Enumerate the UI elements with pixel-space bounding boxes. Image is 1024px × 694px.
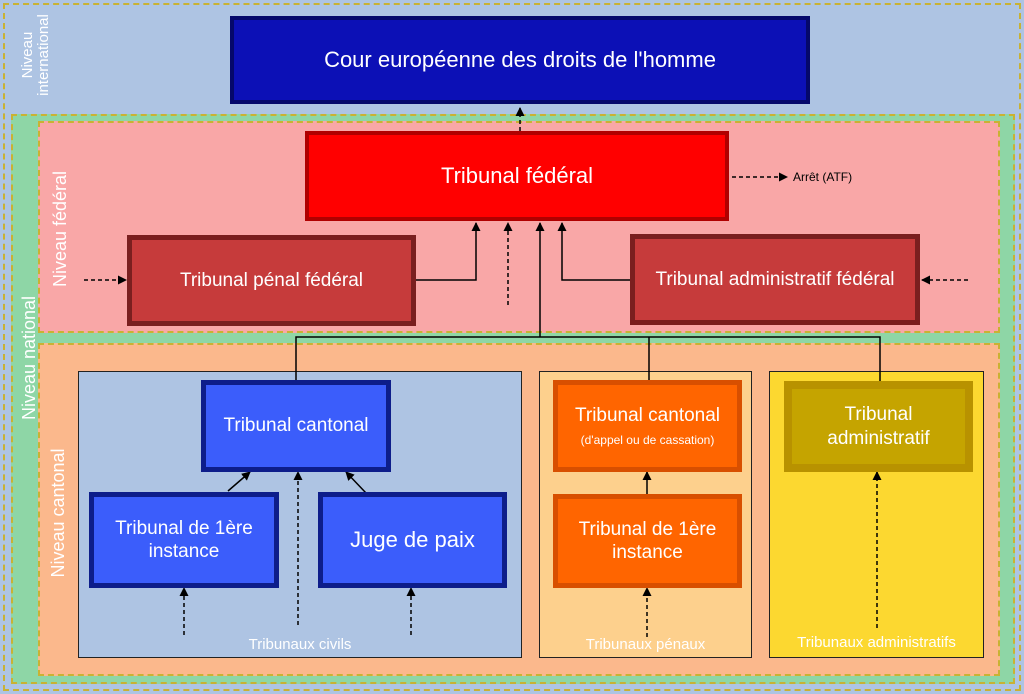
administrative-group-caption: Tribunaux administratifs bbox=[797, 634, 956, 651]
civil-cantonal-court-label: Tribunal cantonal bbox=[223, 415, 369, 437]
penal-cantonal-court-box: Tribunal cantonal (d'appel ou de cassati… bbox=[553, 380, 742, 472]
civil-first-instance-line2: instance bbox=[148, 541, 220, 562]
civil-cantonal-court-box: Tribunal cantonal bbox=[201, 380, 391, 472]
level-label-federal: Niveau fédéral bbox=[50, 170, 70, 288]
justice-of-peace-label: Juge de paix bbox=[350, 526, 475, 552]
echr-box: Cour européenne des droits de l'homme bbox=[230, 16, 810, 104]
cantonal-administrative-line2: administratif bbox=[827, 427, 930, 449]
federal-tribunal-box: Tribunal fédéral bbox=[305, 131, 729, 221]
decision-label: Arrêt (ATF) bbox=[793, 170, 853, 184]
penal-cantonal-court-sublabel: (d'appel ou de cassation) bbox=[580, 433, 715, 448]
penal-first-instance-box: Tribunal de 1ère instance bbox=[553, 494, 742, 588]
cantonal-administrative-line1: Tribunal bbox=[844, 404, 913, 426]
federal-administrative-court-label: Tribunal administratif fédéral bbox=[655, 268, 895, 290]
civil-first-instance-line1: Tribunal de 1ère bbox=[115, 517, 253, 539]
level-label-cantonal: Niveau cantonal bbox=[48, 448, 68, 578]
penal-group-caption: Tribunaux pénaux bbox=[585, 636, 706, 653]
echr-label: Cour européenne des droits de l'homme bbox=[324, 46, 716, 72]
level-label-national: Niveau national bbox=[19, 295, 39, 421]
federal-criminal-court-label: Tribunal pénal fédéral bbox=[179, 269, 364, 291]
penal-first-instance-line2: instance bbox=[612, 542, 683, 563]
justice-of-peace-box: Juge de paix bbox=[318, 492, 507, 588]
penal-first-instance-line1: Tribunal de 1ère bbox=[578, 518, 717, 540]
penal-cantonal-court-label: Tribunal cantonal bbox=[574, 405, 721, 427]
international-zone bbox=[3, 3, 1021, 691]
federal-tribunal-label: Tribunal fédéral bbox=[440, 162, 594, 188]
cantonal-administrative-court-box: Tribunal administratif bbox=[784, 381, 973, 472]
federal-administrative-court-box: Tribunal administratif fédéral bbox=[630, 234, 920, 325]
civil-first-instance-box: Tribunal de 1ère instance bbox=[89, 492, 279, 588]
level-label-international: Niveau international bbox=[19, 14, 52, 96]
civil-group-caption: Tribunaux civils bbox=[248, 636, 352, 653]
federal-criminal-court-box: Tribunal pénal fédéral bbox=[127, 235, 416, 326]
